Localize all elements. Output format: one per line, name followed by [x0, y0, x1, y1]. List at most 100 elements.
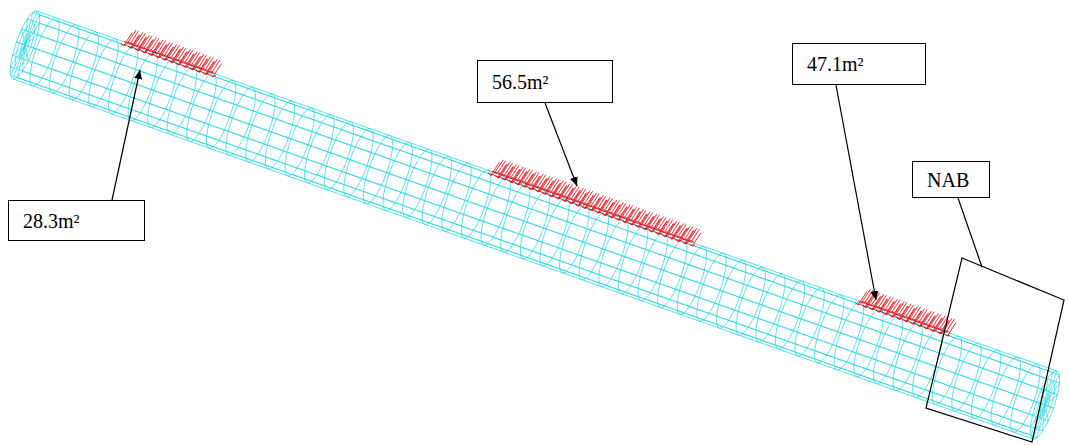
load-arrow [532, 176, 541, 189]
load-arrow [632, 212, 641, 225]
mesh-cap-line [17, 42, 26, 45]
load-arrow [688, 228, 697, 241]
load-arrow [692, 233, 701, 246]
mesh-line [11, 67, 1031, 427]
leader-line [836, 85, 876, 300]
load-arrow [865, 294, 874, 307]
load-arrow [892, 304, 901, 317]
load-arrow [934, 318, 943, 331]
load-arrow [193, 56, 202, 69]
load-arrow-head [175, 63, 181, 65]
load-arrow-head [542, 192, 548, 194]
mesh-line [28, 19, 1048, 379]
load-arrow [913, 311, 922, 324]
load-arrow [652, 219, 661, 232]
load-arrow-head [202, 72, 208, 74]
mesh-cap-line [11, 45, 25, 75]
load-arrow [552, 183, 561, 196]
load-arrow [559, 186, 568, 199]
load-arrow-head [662, 235, 668, 237]
load-arrow [172, 49, 181, 62]
mesh-cap-line [25, 45, 34, 48]
load-arrow-head [134, 48, 140, 50]
load-arrow-head [210, 75, 216, 77]
load-arrow [186, 54, 195, 67]
load-arrow [933, 318, 942, 331]
load-arrow [151, 42, 160, 55]
load-arrow [131, 35, 140, 48]
mesh-line [33, 13, 1053, 373]
callout-text: NAB [927, 169, 969, 191]
load-arrow-head [862, 305, 868, 307]
pressure-arrows [121, 30, 956, 336]
load-arrow [525, 174, 534, 187]
load-arrow [625, 209, 634, 222]
load-arrow-head [876, 310, 882, 312]
load-arrow [885, 301, 894, 314]
load-arrow [209, 59, 218, 72]
load-arrow-head [155, 56, 161, 58]
load-arrow [171, 49, 180, 62]
load-arrow [152, 42, 161, 55]
load-arrow-head [588, 209, 594, 211]
load-arrow-head [855, 303, 861, 305]
load-arrow-head [575, 204, 581, 206]
load-arrow [192, 56, 201, 69]
load-arrow [651, 219, 660, 232]
load-arrow-head [528, 187, 534, 189]
callout-text: 56.5m² [492, 71, 549, 93]
load-arrow [672, 226, 681, 239]
load-arrow [158, 44, 167, 57]
load-arrow [538, 179, 547, 192]
load-arrow [899, 306, 908, 319]
load-arrow [145, 40, 154, 53]
load-arrow [585, 195, 594, 208]
load-arrow-head [628, 223, 634, 225]
load-arrow-head [562, 199, 568, 201]
load-arrow [886, 301, 895, 314]
callout-box: 28.3m² [8, 200, 145, 241]
load-arrow [947, 323, 956, 336]
load-arrow [619, 207, 628, 220]
load-arrow-head [162, 58, 168, 60]
load-arrow [900, 306, 909, 319]
load-arrow [907, 308, 916, 321]
load-arrow-head [602, 213, 608, 215]
load-arrow [685, 230, 694, 243]
load-arrow-head [495, 176, 501, 178]
load-arrow [144, 40, 153, 53]
mesh-line [11, 75, 1031, 435]
load-arrow [879, 299, 888, 312]
load-arrow-head [944, 334, 950, 336]
load-arrow-head [508, 180, 514, 182]
load-arrow [571, 190, 580, 203]
load-arrow-head [555, 197, 561, 199]
load-arrow [206, 61, 215, 74]
load-arrow-head [515, 183, 521, 185]
load-arrow [512, 169, 521, 182]
load-arrow-head [642, 228, 648, 230]
callout-box: NAB [912, 161, 990, 198]
cylinder-mesh [10, 11, 1059, 439]
mesh-cap-line [1031, 405, 1045, 435]
load-arrow-head [668, 237, 674, 239]
load-arrow [906, 308, 915, 321]
load-arrow-head [595, 211, 601, 213]
load-arrow-head [937, 332, 943, 334]
load-arrow [205, 61, 214, 74]
load-arrow [873, 296, 882, 309]
load-arrow [539, 179, 548, 192]
load-arrow-head [168, 60, 174, 62]
load-arrow [913, 311, 922, 324]
load-arrow [919, 313, 928, 326]
load-arrow-head [568, 202, 574, 204]
load-arrow-head [148, 53, 154, 55]
load-arrow-head [582, 206, 588, 208]
load-arrow-head [535, 190, 541, 192]
load-arrow-head [196, 70, 202, 72]
load-arrow [639, 214, 648, 227]
mesh-cap-ring [1035, 382, 1055, 427]
load-arrow [572, 190, 581, 203]
load-arrow-head [189, 68, 195, 70]
callout-text: 47.1m² [807, 53, 864, 75]
